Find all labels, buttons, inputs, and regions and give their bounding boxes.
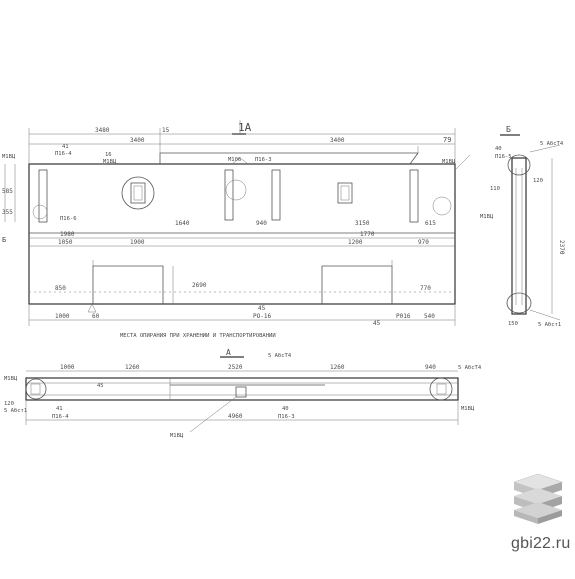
dim-355: 355 — [2, 209, 13, 216]
view-label-plan: A — [226, 348, 231, 357]
label-m1vc-right: М1ВЦ — [442, 159, 456, 165]
groove-left — [38, 169, 48, 223]
section-bottom-detail — [506, 292, 532, 314]
dim-585: 585 — [2, 188, 13, 195]
label-m1vc-section: М1ВЦ — [480, 214, 494, 220]
section-b: Б 40 П16-5 5 АбсТ4 110 120 М1ВЦ 2370 150… — [480, 125, 565, 328]
dim-1770: 1770 — [360, 231, 375, 238]
groove-mid-2 — [271, 169, 281, 221]
plan-label-m1vc-right: М1ВЦ — [461, 406, 475, 412]
view-label-section: Б — [506, 125, 511, 134]
plan-detail-right — [429, 377, 453, 401]
section-top-detail — [507, 154, 531, 176]
plan-dim-120: 120 — [4, 401, 14, 407]
dim-1900: 1900 — [130, 239, 145, 246]
front-bottom-dims: 1000 60 45 РО-16 Р016 45 540 МЕСТА ОПИРА… — [28, 303, 456, 339]
plan-loop-center — [235, 386, 247, 398]
storage-note: МЕСТА ОПИРАНИЯ ПРИ ХРАНЕНИИ И ТРАНСПОРТИ… — [120, 333, 276, 339]
watermark-site: gbi22.ru — [511, 535, 571, 552]
dim-15: 15 — [162, 127, 170, 134]
dim-79: 79 — [443, 136, 451, 144]
label-p16-5: П16-5 — [495, 154, 512, 160]
front-left-labels: М1ВЦ 585 355 П16-4 41 М1ВЦ 16 П16-3 М106… — [2, 144, 471, 244]
dim-45-b: 45 — [373, 320, 381, 327]
dim-45: 45 — [258, 305, 266, 312]
plan-label-m1vc-left: М1ВЦ — [4, 376, 18, 382]
dim-60: 60 — [92, 313, 100, 320]
plan-dim-41: 41 — [56, 406, 63, 412]
panel-parapet — [159, 152, 419, 165]
dim-970: 970 — [418, 239, 429, 246]
dim-770: 770 — [420, 285, 431, 292]
front-mid-dims: 1980 1640 940 3150 615 1770 1050 1900 12… — [29, 220, 455, 304]
label-m1vc-top: М1ВЦ — [103, 159, 117, 165]
loop-detail-left — [121, 176, 155, 210]
door-opening-left — [92, 265, 164, 304]
plan-label-5abst1: 5 Абст1 — [4, 407, 27, 414]
groove-mid-1 — [224, 169, 234, 221]
label-p16-6: П16-6 — [60, 216, 77, 222]
groove-right — [409, 169, 419, 223]
plan-dim-4960: 4960 — [228, 413, 243, 420]
dim-1640: 1640 — [175, 220, 190, 227]
dim-1980: 1980 — [60, 231, 75, 238]
door-opening-right — [321, 265, 393, 304]
dim-1200: 1200 — [348, 239, 363, 246]
plan-label-m1vc: М1ВЦ — [170, 433, 184, 439]
section-outline — [511, 157, 527, 315]
label-p16-3: П16-3 — [255, 157, 272, 163]
dim-615: 615 — [425, 220, 436, 227]
label-p016: Р016 — [396, 313, 411, 320]
dim-940: 940 — [256, 220, 267, 227]
plan-dim-1260: 1260 — [125, 364, 140, 371]
dim-540: 540 — [424, 313, 435, 320]
loop-detail-right — [337, 182, 353, 204]
dim-1000: 1000 — [55, 313, 70, 320]
dim-3150: 3150 — [355, 220, 370, 227]
dim-850: 850 — [55, 285, 66, 292]
plan-label-p16-4: П16-4 — [52, 414, 69, 420]
dim-top-right: 3400 — [330, 137, 345, 144]
dim-top-left: 3480 — [95, 127, 110, 134]
plan-view: A 1000 1260 2520 1260 940 5 АбсТ4 5 АбсТ… — [4, 348, 482, 439]
plan-dim-40: 40 — [282, 406, 289, 412]
plan-dim-45: 45 — [97, 383, 104, 389]
label-5abst1: 5 Абст1 — [538, 321, 561, 328]
plan-dim-1260-b: 1260 — [330, 364, 345, 371]
dim-top-mid: 3400 — [130, 137, 145, 144]
label-5abst4-top: 5 АбсТ4 — [540, 140, 564, 147]
dim-2370: 2370 — [558, 240, 565, 255]
label-p16-4: П16-4 — [55, 151, 72, 157]
label-m106: М106 — [228, 157, 241, 163]
panel-outline — [28, 163, 456, 305]
front-elevation — [28, 146, 456, 305]
dim-41: 41 — [62, 144, 69, 150]
dim-40: 40 — [495, 146, 502, 152]
plan-label-p16-3: П16-3 — [278, 414, 295, 420]
plan-dim-940: 940 — [425, 364, 436, 371]
label-b-left: Б — [2, 236, 6, 244]
plan-dim-1000: 1000 — [60, 364, 75, 371]
dim-120: 120 — [533, 178, 543, 184]
view-label-front: 1A — [238, 121, 252, 134]
dim-150: 150 — [508, 321, 518, 327]
plan-detail-left — [25, 378, 47, 400]
dim-16: 16 — [105, 152, 112, 158]
front-top-dims: 3480 3400 3400 79 15 1A — [28, 120, 456, 164]
dim-1050: 1050 — [58, 239, 73, 246]
plan-label-5abst4: 5 АбсТ4 — [268, 352, 292, 359]
dim-2690: 2690 — [192, 282, 207, 289]
plan-dim-2520: 2520 — [228, 364, 243, 371]
plan-label-5abst4-right: 5 АбсТ4 — [458, 364, 482, 371]
gbi22-logo-icon — [513, 473, 563, 524]
label-m1vc-left: М1ВЦ — [2, 154, 16, 160]
dim-110: 110 — [490, 186, 500, 192]
label-r016: РО-16 — [253, 313, 271, 320]
